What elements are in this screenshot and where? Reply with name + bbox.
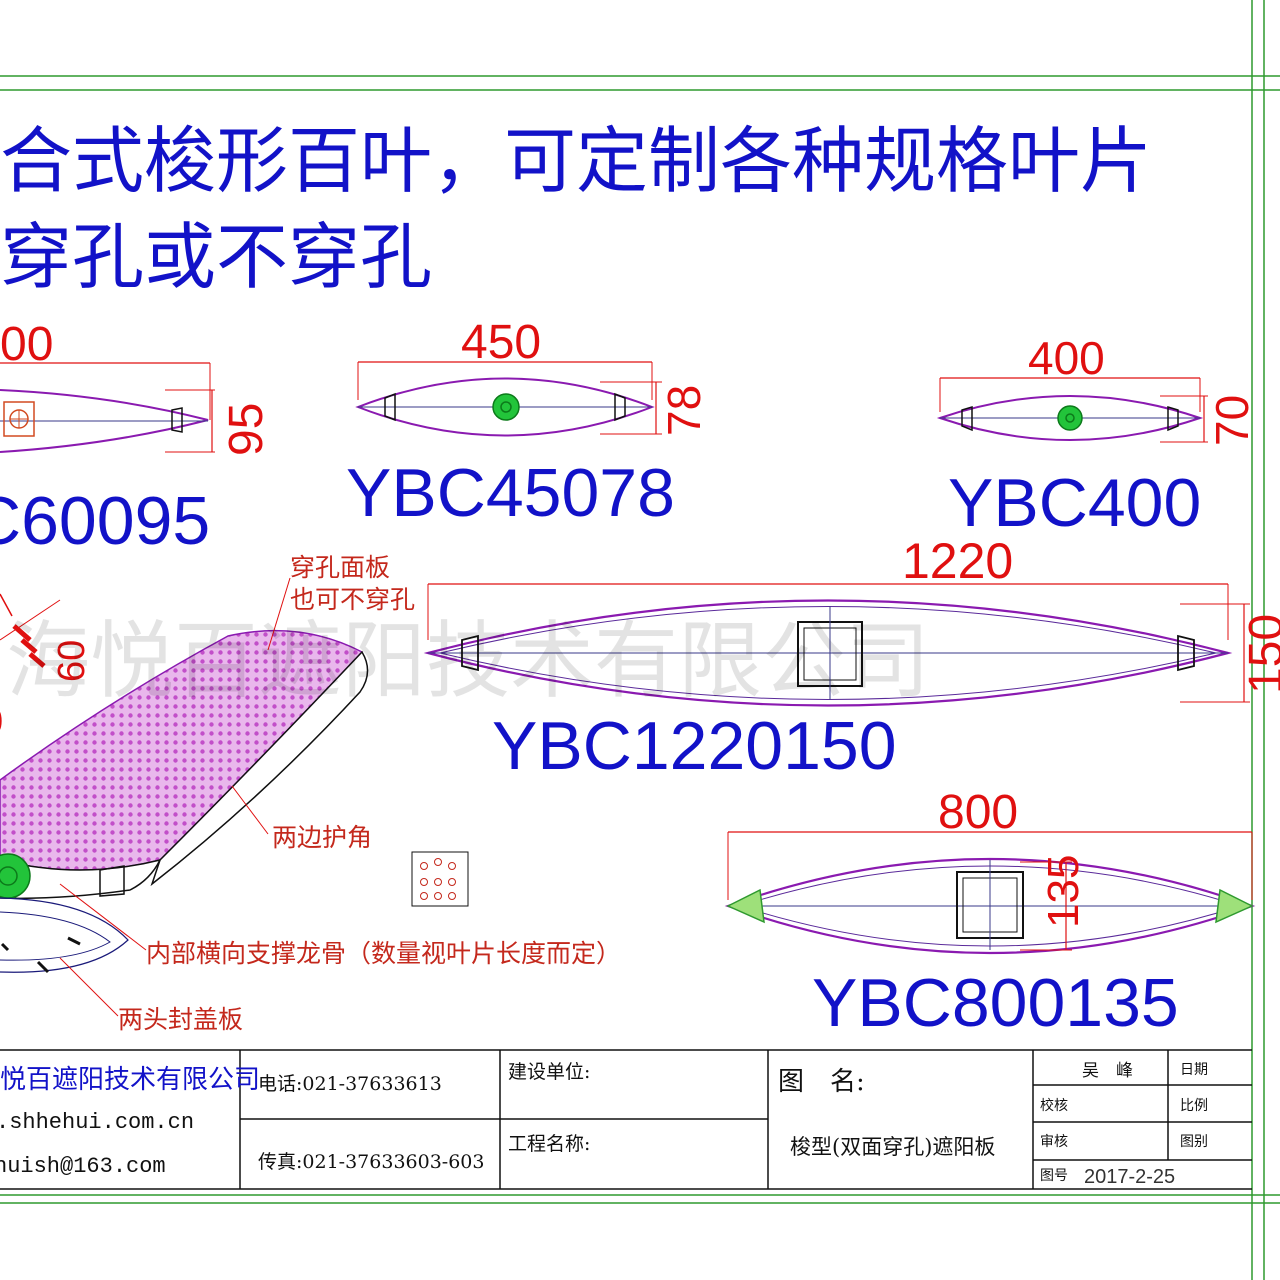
title-email: huish@163.com — [0, 1154, 166, 1179]
title-company-name: 悦百遮阳技术有限公司 — [0, 1065, 260, 1095]
model-label-ybc1220150: YBC1220150 — [492, 708, 897, 784]
callout-edge-corners: 两边护角 — [272, 823, 372, 852]
title-scale-label: 比例 — [1180, 1098, 1208, 1114]
title-fax: 传真:021-37633603-603 — [258, 1151, 484, 1173]
title-drawing-name: 梭型(双面穿孔)遮阳板 — [790, 1135, 995, 1159]
title-review-label: 审核 — [1040, 1134, 1068, 1150]
height-dim-ybc60095: 95 — [220, 403, 273, 456]
blade-isometric — [0, 593, 369, 974]
model-label-ybc60095: C60095 — [0, 483, 210, 559]
width-dim-ybc800135: 800 — [938, 786, 1018, 839]
company-watermark: 海悦百遮阳技术有限公司 — [6, 612, 930, 710]
perforation-detail — [411, 851, 469, 907]
title-designer: 吴 峰 — [1082, 1061, 1133, 1081]
profile-ybc45078 — [355, 361, 662, 437]
profile-ybc800135 — [724, 831, 1256, 955]
height-dim-ybc45078: 78 — [658, 385, 710, 436]
title-date: 2017-2-25 — [1084, 1166, 1175, 1188]
callout-leaders — [59, 577, 291, 1017]
profile-ybc1220150 — [423, 583, 1250, 707]
model-label-ybc400: YBC400 — [948, 465, 1201, 541]
title-website: .shhehui.com.cn — [0, 1110, 194, 1135]
headline-line-2: 穿孔或不穿孔 — [0, 215, 432, 299]
model-label-ybc45078: YBC45078 — [346, 455, 675, 531]
callout-internal-keel: 内部横向支撑龙骨（数量视叶片长度而定） — [146, 939, 621, 968]
width-dim-ybc400: 400 — [1028, 332, 1105, 384]
width-dim-ybc1220150: 1220 — [902, 533, 1013, 589]
profile-ybc400 — [936, 377, 1208, 443]
title-drawing-number-label: 图号 — [1040, 1168, 1068, 1184]
title-date-label: 日期 — [1180, 1062, 1208, 1078]
height-dim-ybc400: 70 — [1206, 395, 1258, 446]
title-checker-label: 校核 — [1040, 1097, 1068, 1114]
isometric-dim-a: 60 — [51, 640, 93, 682]
title-project-label: 工程名称: — [508, 1133, 590, 1155]
callout-end-caps: 两头封盖板 — [118, 1005, 243, 1034]
headline-line-1: 合式梭形百叶，可定制各种规格叶片 — [0, 119, 1152, 203]
title-sheet-label: 图别 — [1180, 1134, 1208, 1150]
height-dim-ybc800135: 135 — [1039, 855, 1088, 928]
width-dim-ybc45078: 450 — [461, 316, 541, 369]
title-drawing-name-label: 图 名: — [778, 1067, 865, 1097]
title-block-grid — [0, 1049, 1252, 1190]
callout-optional-perforation: 也可不穿孔 — [290, 585, 415, 614]
isometric-dim-b: 0 — [0, 701, 3, 743]
callout-perforated-panel: 穿孔面板 — [290, 553, 390, 582]
profile-ybc60095 — [0, 362, 215, 453]
height-dim-ybc1220150: 150 — [1240, 614, 1280, 694]
width-dim-ybc60095: 00 — [0, 318, 53, 371]
title-phone: 电话:021-37633613 — [258, 1073, 442, 1095]
title-client-label: 建设单位: — [508, 1061, 590, 1083]
model-label-ybc800135: YBC800135 — [812, 965, 1179, 1041]
